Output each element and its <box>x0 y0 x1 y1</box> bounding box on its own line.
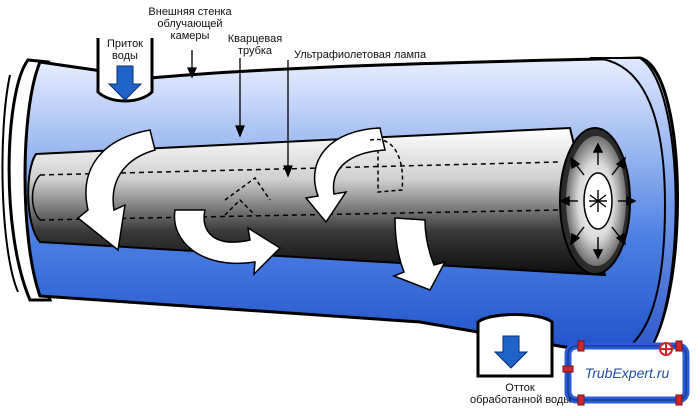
outlet-arrow-icon <box>493 335 529 369</box>
flow-swirl-arrow-3 <box>304 127 404 224</box>
label-line: обработанной воды <box>470 394 572 406</box>
label-line: Отток <box>505 382 535 394</box>
pipe-valve-icon <box>562 340 683 406</box>
lamp-end-face <box>559 127 637 275</box>
trubexpert-logo: TrubExpert.ru <box>562 340 690 406</box>
label-uv-lamp: Ультрафиолетовая лампа <box>294 49 426 61</box>
label-line: Внешняя стенка <box>148 6 232 18</box>
label-line: камеры <box>170 30 210 42</box>
flow-swirl-arrow-2 <box>173 176 282 276</box>
label-water-inlet: Приток воды <box>100 38 150 62</box>
inlet-pipe <box>96 38 154 103</box>
label-line: облучающей <box>157 18 223 30</box>
radiation-arrows-icon <box>559 142 637 260</box>
label-chamber-wall: Внешняя стенка облучающей камеры <box>140 6 240 42</box>
leader-lines <box>186 50 293 178</box>
label-line: Ультрафиолетовая лампа <box>294 49 427 61</box>
flow-swirl-arrow-4 <box>391 217 447 291</box>
label-quartz-tube: Кварцевая трубка <box>220 33 290 57</box>
logo-text: TrubExpert.ru <box>585 365 670 381</box>
label-water-outlet: Отток обработанной воды <box>470 382 572 406</box>
label-line: Приток <box>106 38 143 50</box>
inlet-arrow-icon <box>107 65 143 101</box>
flow-swirl-arrow-1 <box>76 129 156 252</box>
radiation-burst-icon <box>589 190 607 212</box>
label-line: воды <box>112 50 138 62</box>
label-line: трубка <box>237 45 273 57</box>
outlet-pipe <box>476 313 554 378</box>
label-line: Кварцевая <box>227 33 283 45</box>
